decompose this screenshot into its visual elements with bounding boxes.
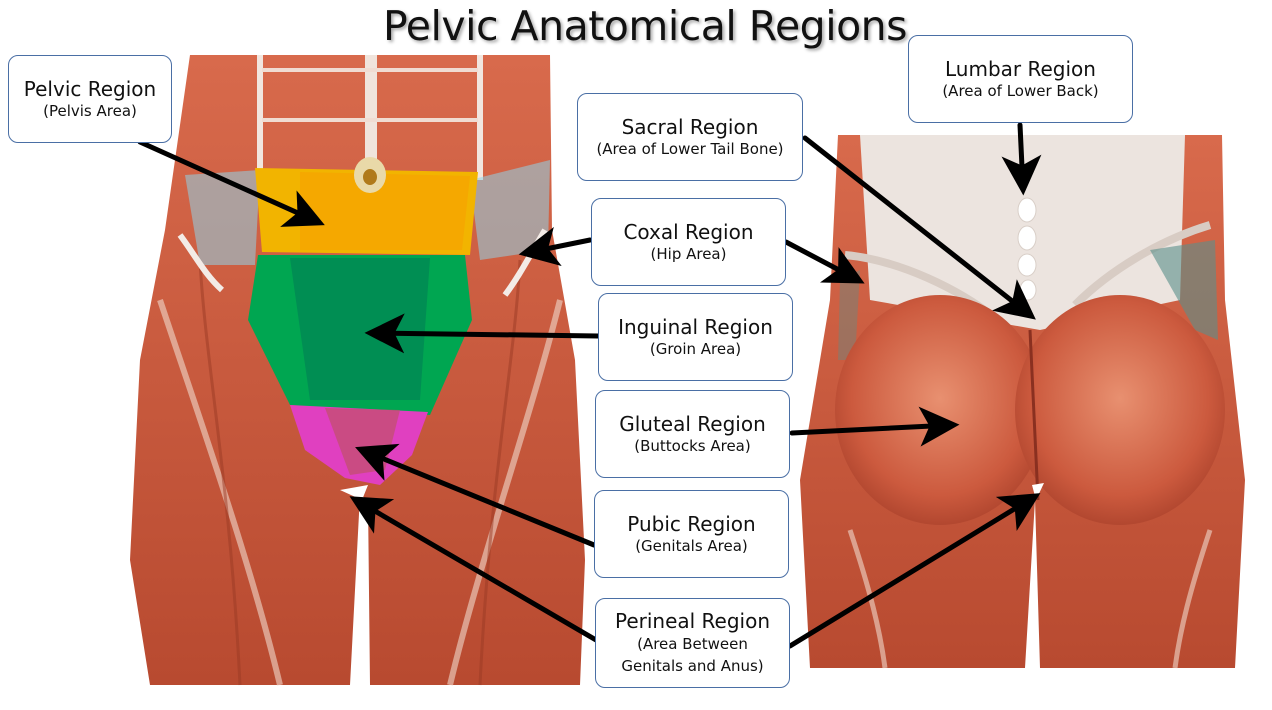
label-sacral-region: Sacral Region (Area of Lower Tail Bone) — [577, 93, 803, 181]
label-name: Lumbar Region — [945, 56, 1096, 81]
arrow-lumbar — [1001, 122, 1042, 196]
label-name: Inguinal Region — [618, 314, 773, 339]
label-description: (Groin Area) — [649, 339, 742, 358]
label-description: (Pelvis Area) — [43, 101, 137, 120]
diagram-title: Pelvic Anatomical Regions — [382, 2, 908, 50]
label-coxal-region: Coxal Region (Hip Area) — [591, 198, 786, 286]
label-inguinal-region: Inguinal Region (Groin Area) — [598, 293, 793, 381]
label-pubic-region: Pubic Region (Genitals Area) — [594, 490, 789, 578]
label-gluteal-region: Gluteal Region (Buttocks Area) — [595, 390, 790, 478]
label-name: Gluteal Region — [619, 411, 766, 436]
front-view-figure — [130, 55, 585, 686]
label-perineal-region: Perineal Region (Area Between Genitals a… — [595, 598, 790, 688]
arrow-pelvic — [137, 139, 325, 227]
arrow-sacral — [802, 135, 1036, 320]
label-description: (Buttocks Area) — [634, 436, 751, 455]
label-description: (Area of Lower Tail Bone) — [596, 139, 784, 158]
label-pelvic-region: Pelvic Region (Pelvis Area) — [8, 55, 172, 143]
label-description: (Area of Lower Back) — [942, 81, 1099, 100]
arrow-pubic — [355, 443, 597, 548]
label-description: (Genitals Area) — [635, 536, 748, 555]
label-description: (Hip Area) — [650, 244, 727, 263]
arrow-coxal-back — [783, 239, 865, 284]
arrow-coxal-front — [518, 226, 593, 267]
back-view-figure — [800, 135, 1245, 669]
arrow-gluteal — [789, 406, 960, 447]
label-name: Coxal Region — [623, 219, 754, 244]
label-lumbar-region: Lumbar Region (Area of Lower Back) — [908, 35, 1133, 123]
label-name: Pelvic Region — [23, 76, 157, 101]
arrow-perineal-back — [787, 493, 1041, 649]
label-name: Perineal Region — [614, 609, 771, 633]
label-description: (Area Between Genitals and Anus) — [621, 635, 764, 675]
arrow-perineal-front — [349, 496, 599, 643]
pointer-arrows — [137, 122, 1042, 649]
arrow-inguinal — [364, 313, 601, 354]
label-name: Pubic Region — [627, 511, 756, 536]
label-name: Sacral Region — [621, 114, 759, 139]
